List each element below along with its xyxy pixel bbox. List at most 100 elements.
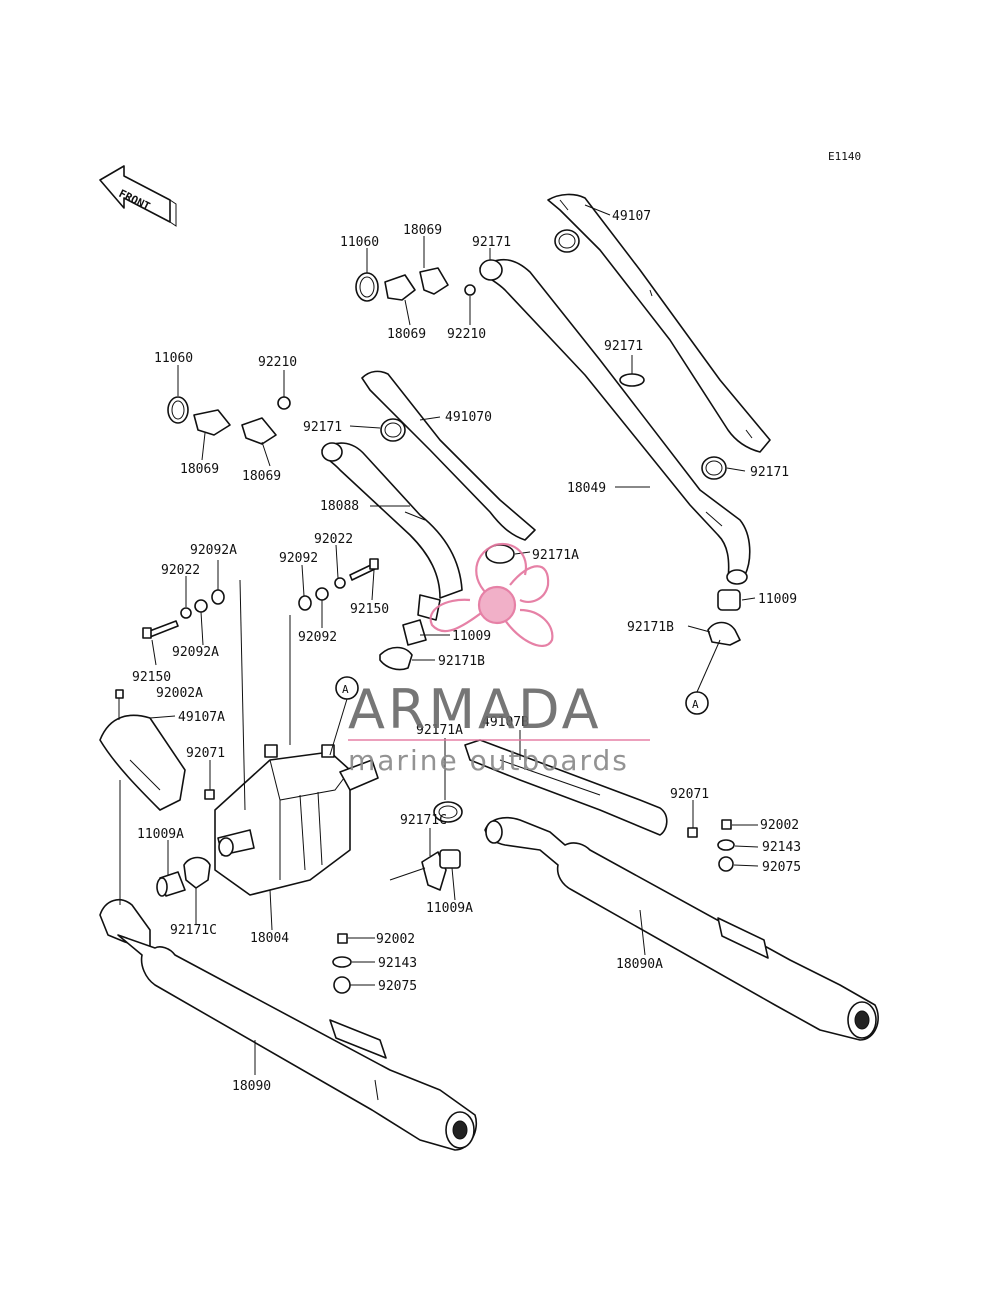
nut-92092A-left-b xyxy=(211,589,225,605)
washer-92022-left xyxy=(180,607,192,619)
part-label: 491070 xyxy=(445,410,492,425)
svg-text:A: A xyxy=(692,698,699,711)
washer-92143-right xyxy=(717,839,735,851)
part-label: 18069 xyxy=(180,462,219,477)
clamp-92171-a xyxy=(554,229,580,253)
part-label: 11060 xyxy=(154,351,193,366)
joint-11009A-left xyxy=(156,871,186,897)
gasket-11060-left xyxy=(167,396,189,424)
joint-11009A-mid xyxy=(439,849,461,869)
part-label: 92071 xyxy=(186,746,225,761)
part-label: 92143 xyxy=(378,956,417,971)
watermark-brand: ARMADA xyxy=(348,678,602,741)
leader-lines xyxy=(119,204,759,1075)
flange-18069-left-b xyxy=(241,417,277,445)
heat-cover-49107 xyxy=(547,193,771,453)
bolt-92150-mid xyxy=(349,558,379,581)
nut-92071-left xyxy=(204,789,215,800)
part-label: 92143 xyxy=(762,840,801,855)
bolt-92002A xyxy=(115,689,124,720)
diagram-code: E1140 xyxy=(828,150,861,163)
part-label: 11009A xyxy=(426,901,473,916)
part-label: 92171B xyxy=(627,620,674,635)
nut-92071-right xyxy=(687,827,698,838)
nut-92210-upper xyxy=(464,284,476,296)
muffler-body-18004 xyxy=(214,744,379,896)
clamp-92171A-lower xyxy=(433,801,463,823)
part-label: 11009A xyxy=(137,827,184,842)
part-label: 92071 xyxy=(670,787,709,802)
part-label: 92022 xyxy=(314,532,353,547)
part-label: 18049 xyxy=(567,481,606,496)
part-label: 92171C xyxy=(400,813,447,828)
gasket-11060-upper xyxy=(355,272,379,302)
clamp-92171-d xyxy=(380,418,406,442)
part-label: 92002A xyxy=(156,686,203,701)
joint-11009-left xyxy=(402,619,427,646)
washer-92022-mid xyxy=(334,577,346,589)
part-label: 92171 xyxy=(750,465,789,480)
nut-92210-left xyxy=(277,396,291,410)
grommet-92075-right xyxy=(718,856,734,872)
part-label: 11060 xyxy=(340,235,379,250)
flange-18069-upper-a xyxy=(384,274,416,301)
heat-cover-49107A xyxy=(99,714,186,811)
nut-92092-mid-a xyxy=(298,595,312,611)
part-labels: 49107 11060 18069 92171 18069 92210 9217… xyxy=(132,209,801,1094)
part-label: 49107B xyxy=(482,715,529,730)
part-label: 92171 xyxy=(303,420,342,435)
part-label: 92075 xyxy=(762,860,801,875)
part-label: 92171A xyxy=(532,548,579,563)
bolt-92002-lower xyxy=(337,933,348,944)
part-label: 92171C xyxy=(170,923,217,938)
part-label: 92075 xyxy=(378,979,417,994)
part-label: 11009 xyxy=(452,629,491,644)
callout-a-left: A xyxy=(329,676,359,756)
part-label: 92171 xyxy=(472,235,511,250)
joint-11009-right xyxy=(717,589,741,611)
clamp-92171-b xyxy=(619,373,645,387)
part-label: 92150 xyxy=(132,670,171,685)
part-label: 18004 xyxy=(250,931,289,946)
part-label: 92092A xyxy=(190,543,237,558)
front-arrow-icon: FRONT xyxy=(99,165,177,227)
callout-a-right: A xyxy=(685,639,721,715)
part-label: 18088 xyxy=(320,499,359,514)
clamp-92171-c xyxy=(701,456,727,480)
part-label: 92092A xyxy=(172,645,219,660)
heat-cover-49107B xyxy=(464,739,668,836)
part-label: 92171 xyxy=(604,339,643,354)
flange-18069-upper-b xyxy=(419,267,449,295)
nut-92092-mid-b xyxy=(315,587,329,601)
clamp-92171B-right xyxy=(707,621,741,646)
part-label: 11009 xyxy=(758,592,797,607)
bolt-92002-right xyxy=(721,819,732,830)
exhaust-pipe-18088 xyxy=(321,442,463,621)
watermark: ARMADA marine outboards xyxy=(348,542,650,777)
heat-cover-491070 xyxy=(361,370,536,541)
part-label: 18069 xyxy=(403,223,442,238)
silencer-18090 xyxy=(99,899,477,1151)
part-label: 92092 xyxy=(279,551,318,566)
propeller-logo-icon xyxy=(429,542,554,647)
part-label: 18069 xyxy=(387,327,426,342)
clamp-92171B-left xyxy=(379,646,413,671)
part-label: 18090 xyxy=(232,1079,271,1094)
part-label: 18069 xyxy=(242,469,281,484)
bolt-92150-left xyxy=(142,620,179,639)
part-label: 49107A xyxy=(178,710,225,725)
exhaust-pipe-18049 xyxy=(479,259,751,585)
svg-text:A: A xyxy=(342,683,349,696)
flange-18069-left-a xyxy=(193,409,231,436)
part-label: 92002 xyxy=(376,932,415,947)
part-label: 92150 xyxy=(350,602,389,617)
part-label: 49107 xyxy=(612,209,651,224)
part-label: 92022 xyxy=(161,563,200,578)
clamp-92171C-left xyxy=(183,856,211,889)
nut-92092A-left-a xyxy=(194,599,208,613)
silencer-18090A xyxy=(484,816,879,1041)
watermark-tagline: marine outboards xyxy=(348,744,629,777)
part-label: 92210 xyxy=(258,355,297,370)
part-label: 92092 xyxy=(298,630,337,645)
